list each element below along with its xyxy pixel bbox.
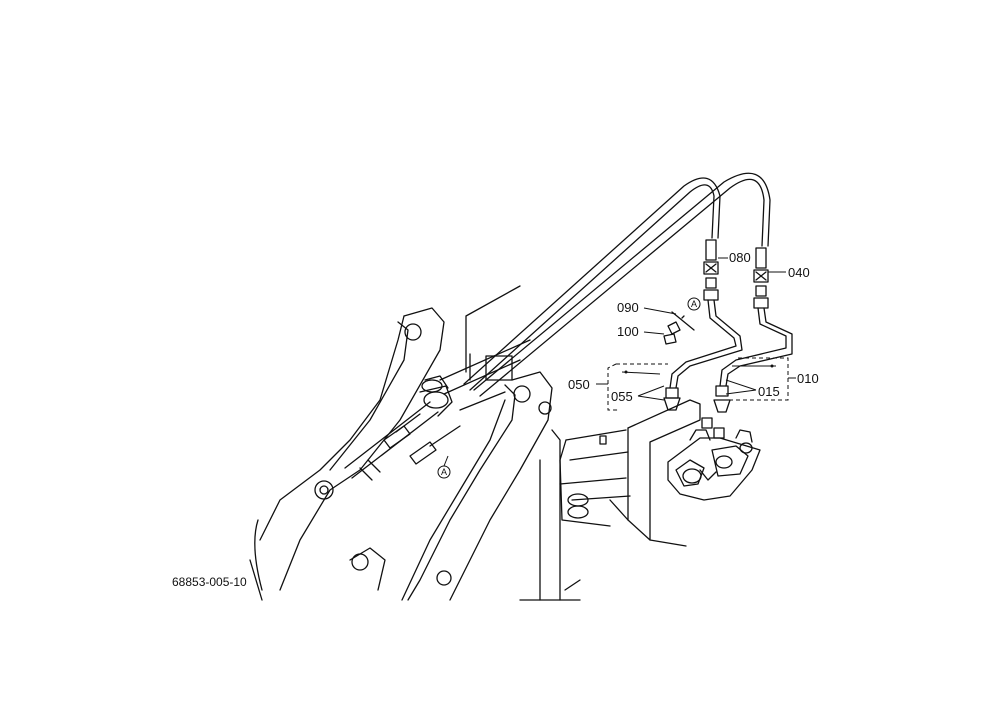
figure-code: 68853-005-10 — [172, 575, 247, 589]
callout-circle-a-bottom — [437, 465, 451, 479]
label-080: 080 — [729, 250, 751, 265]
callout-a-bottom-group — [437, 455, 451, 479]
label-090: 090 — [617, 300, 639, 315]
hydraulic-hoses — [463, 172, 771, 397]
lift-cylinder — [344, 375, 461, 481]
label-015: 015 — [758, 384, 780, 399]
label-040: 040 — [788, 265, 810, 280]
callout-a-bottom: A — [441, 467, 447, 477]
callout-a-top: A — [691, 299, 697, 309]
callout-circle-a-top — [687, 297, 701, 311]
control-valve — [559, 399, 761, 547]
label-010: 010 — [797, 371, 819, 386]
loader-frame — [249, 285, 581, 601]
steel-pipes — [663, 299, 793, 413]
clamp-and-bolt — [663, 297, 701, 345]
label-055: 055 — [611, 389, 633, 404]
hose-fittings — [703, 239, 769, 309]
leader-lines — [596, 257, 796, 411]
label-050: 050 — [568, 377, 590, 392]
label-100: 100 — [617, 324, 639, 339]
